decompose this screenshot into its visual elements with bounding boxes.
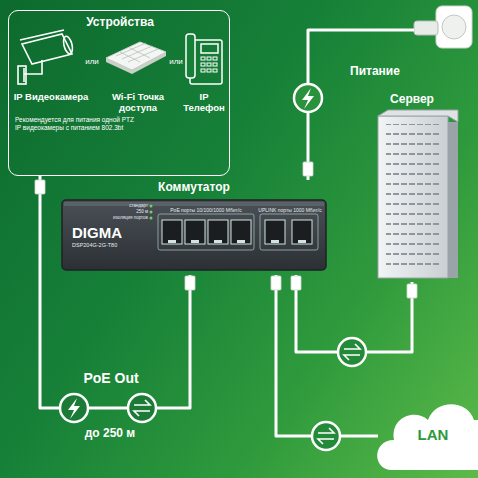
node-title: IP Видеокамера xyxy=(13,91,89,102)
lan-node: LAN xyxy=(378,396,478,472)
switch-ports xyxy=(162,220,312,244)
node-note: DIGMA xyxy=(72,224,146,241)
power-node: Питание xyxy=(346,4,474,90)
indicator-label: изоляция портов xyxy=(90,215,148,221)
node-title: IP Телефон xyxy=(179,91,229,113)
node-title: Коммутатор xyxy=(62,180,326,194)
distance-label: до 250 м xyxy=(55,426,165,440)
server-top xyxy=(378,110,458,122)
switch-body xyxy=(62,200,326,270)
switch-top-edge xyxy=(64,202,324,206)
port-latches xyxy=(168,240,306,243)
node-title: LAN xyxy=(398,426,468,443)
camera-hood xyxy=(20,30,64,40)
port-group-label: PoE порты 10/100/1000 Мбит/с xyxy=(158,207,254,213)
socket-hole xyxy=(442,15,466,39)
device-group: Устройства IP ВидеокамераРекомендуется дл… xyxy=(8,10,230,176)
access-point-edge xyxy=(106,52,166,74)
cable-connector xyxy=(276,275,378,436)
edge-label: PoE Out xyxy=(64,370,158,386)
indicator-label: стандарт xyxy=(96,203,148,209)
power-plug xyxy=(414,21,438,35)
port-group-label: UPLINK порты 1000 Мбит/с xyxy=(258,207,322,213)
power-cord xyxy=(346,29,414,32)
conjunction-text: или xyxy=(80,57,104,67)
switch-leds xyxy=(150,205,153,220)
indicator-label: 250 м xyxy=(96,209,148,215)
data-exchange-symbol xyxy=(312,422,340,450)
switch-node: КоммутаторDIGMADSP204G-2G-T80 xyxy=(62,180,326,275)
camera-lens xyxy=(62,35,74,54)
node-title: Питание xyxy=(350,64,426,78)
phone-display xyxy=(201,44,218,53)
data-exchange-symbol xyxy=(128,394,156,422)
access-point-node: Wi-Fi Точка доступа xyxy=(101,91,175,117)
server-side xyxy=(448,122,458,278)
server-slots xyxy=(386,124,440,270)
power-socket xyxy=(346,6,472,48)
server-illustration xyxy=(378,110,458,278)
node-title: Устройства xyxy=(9,15,231,29)
phone-node: IP Телефон xyxy=(179,91,229,117)
access-point-grid xyxy=(116,43,158,62)
lan-cloud xyxy=(377,404,478,470)
switch-illustration xyxy=(62,200,326,270)
rj45-plugs xyxy=(35,162,417,298)
conjunction-text: или xyxy=(164,57,188,67)
node-note: Рекомендуется для питания одной PTZ IP в… xyxy=(15,116,135,132)
uplink-port-frame xyxy=(260,214,318,250)
server-node: Сервер xyxy=(362,92,462,282)
node-title: Wi-Fi Точка доступа xyxy=(101,91,175,113)
phone-icon xyxy=(186,34,222,84)
server-case xyxy=(378,116,448,278)
node-title: Сервер xyxy=(362,92,462,106)
node-note: DSP204G-2G-T80 xyxy=(72,242,156,249)
phone-handset xyxy=(186,34,195,78)
poe-port-frame xyxy=(158,214,254,250)
access-point-icon xyxy=(106,42,166,74)
power-symbol xyxy=(60,394,88,422)
socket-plate xyxy=(436,6,472,48)
power-symbol xyxy=(294,84,322,112)
data-exchange-symbol xyxy=(338,338,366,366)
camera-icon xyxy=(18,30,74,84)
camera-bracket xyxy=(18,66,26,84)
phone-keypad xyxy=(201,57,217,72)
